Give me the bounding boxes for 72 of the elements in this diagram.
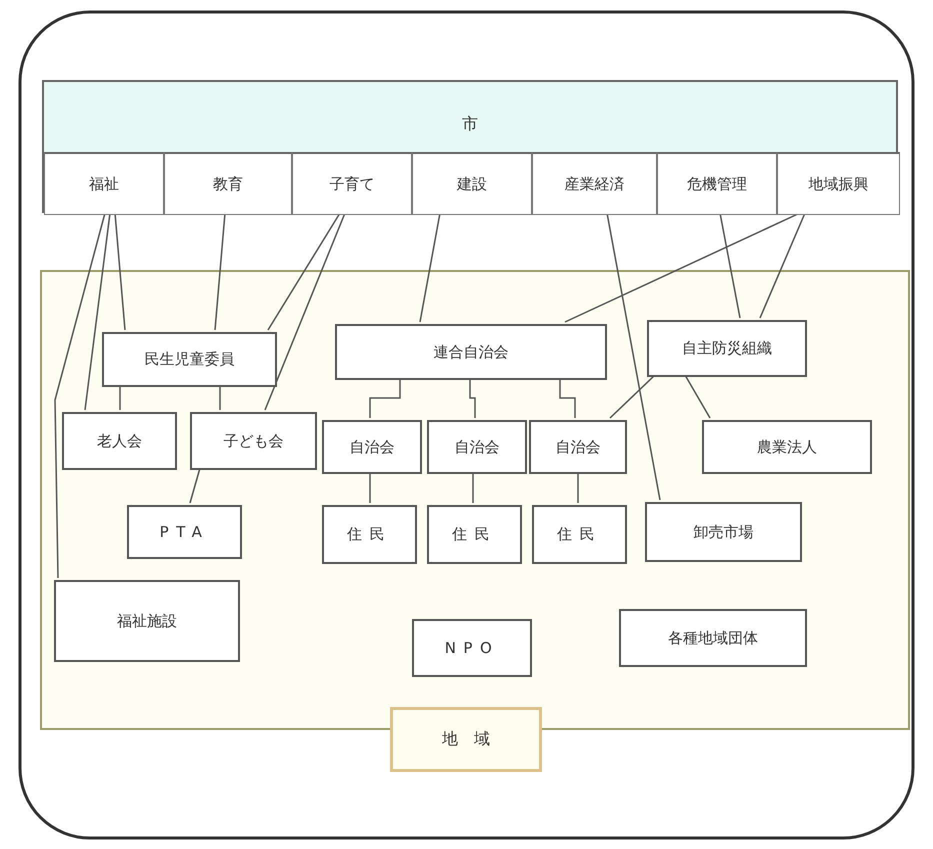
connector-line <box>469 378 476 418</box>
org-name: 各種地域団体 <box>668 628 758 648</box>
org-name: 自主防災組織 <box>682 339 772 358</box>
connector-line <box>189 468 201 504</box>
org-name: 農業法人 <box>757 438 817 456</box>
city-panel <box>42 80 898 213</box>
connector-line <box>219 385 221 410</box>
org-box <box>427 505 522 564</box>
connector-line <box>114 212 126 330</box>
org-box <box>322 420 422 474</box>
org-name: 自治会 <box>350 438 394 456</box>
org-box <box>412 619 532 677</box>
org-name: 子育て <box>330 174 374 194</box>
connector-line <box>609 374 656 419</box>
org-name: 子ども会 <box>224 432 284 450</box>
connector-line <box>419 212 441 322</box>
connector-line <box>264 212 346 410</box>
department-cell <box>164 152 292 215</box>
org-name: 民生児童委員 <box>144 350 234 369</box>
org-name: NPO <box>444 639 500 657</box>
org-name: 老人会 <box>97 432 142 450</box>
connector-line <box>577 472 579 503</box>
org-name: 危機管理 <box>687 174 747 194</box>
connector-line <box>84 212 111 410</box>
org-box <box>54 580 240 662</box>
org-name: 福祉施設 <box>117 612 177 630</box>
org-name: 自治会 <box>556 438 600 456</box>
connector-line <box>214 212 226 330</box>
org-name: 地域振興 <box>808 174 868 194</box>
org-name: 福祉 <box>89 174 119 194</box>
org-box <box>647 320 807 377</box>
org-name: 自治会 <box>454 438 500 456</box>
org-box <box>335 324 607 380</box>
connector-line <box>559 378 576 418</box>
connector-line <box>606 212 661 500</box>
org-name: 卸売市場 <box>694 522 754 542</box>
department-cell <box>44 152 164 215</box>
connector-line <box>684 374 711 418</box>
department-cell <box>292 152 412 215</box>
org-box <box>532 505 627 564</box>
connector-line <box>472 472 474 503</box>
org-box <box>102 332 277 387</box>
org-box <box>619 609 807 667</box>
org-box <box>529 420 627 474</box>
connector-line <box>759 212 806 318</box>
org-name: 市 <box>462 114 478 135</box>
connector-line <box>267 212 341 330</box>
connector-line <box>54 212 106 578</box>
department-cell <box>532 152 657 215</box>
org-name: 住民 <box>452 525 497 544</box>
org-name: 建設 <box>457 174 487 194</box>
org-box <box>62 412 177 470</box>
connector-line <box>369 472 371 503</box>
org-box <box>322 505 417 564</box>
org-box <box>645 502 802 562</box>
org-box <box>427 420 527 474</box>
org-box <box>127 505 242 559</box>
department-cell <box>657 152 777 215</box>
region-label: 地域 <box>390 707 542 772</box>
department-cell <box>777 152 900 215</box>
connector-line <box>369 378 401 418</box>
org-name: 教育 <box>213 174 243 194</box>
org-box <box>702 420 872 474</box>
connector-line <box>119 385 121 410</box>
org-name: PTA <box>160 523 210 541</box>
department-cell <box>412 152 532 215</box>
connector-line <box>719 212 741 318</box>
org-box <box>190 412 317 470</box>
org-name: 住民 <box>557 525 602 544</box>
org-name: 連合自治会 <box>434 342 508 362</box>
org-name: 産業経済 <box>564 174 624 194</box>
org-name: 住民 <box>347 525 392 544</box>
